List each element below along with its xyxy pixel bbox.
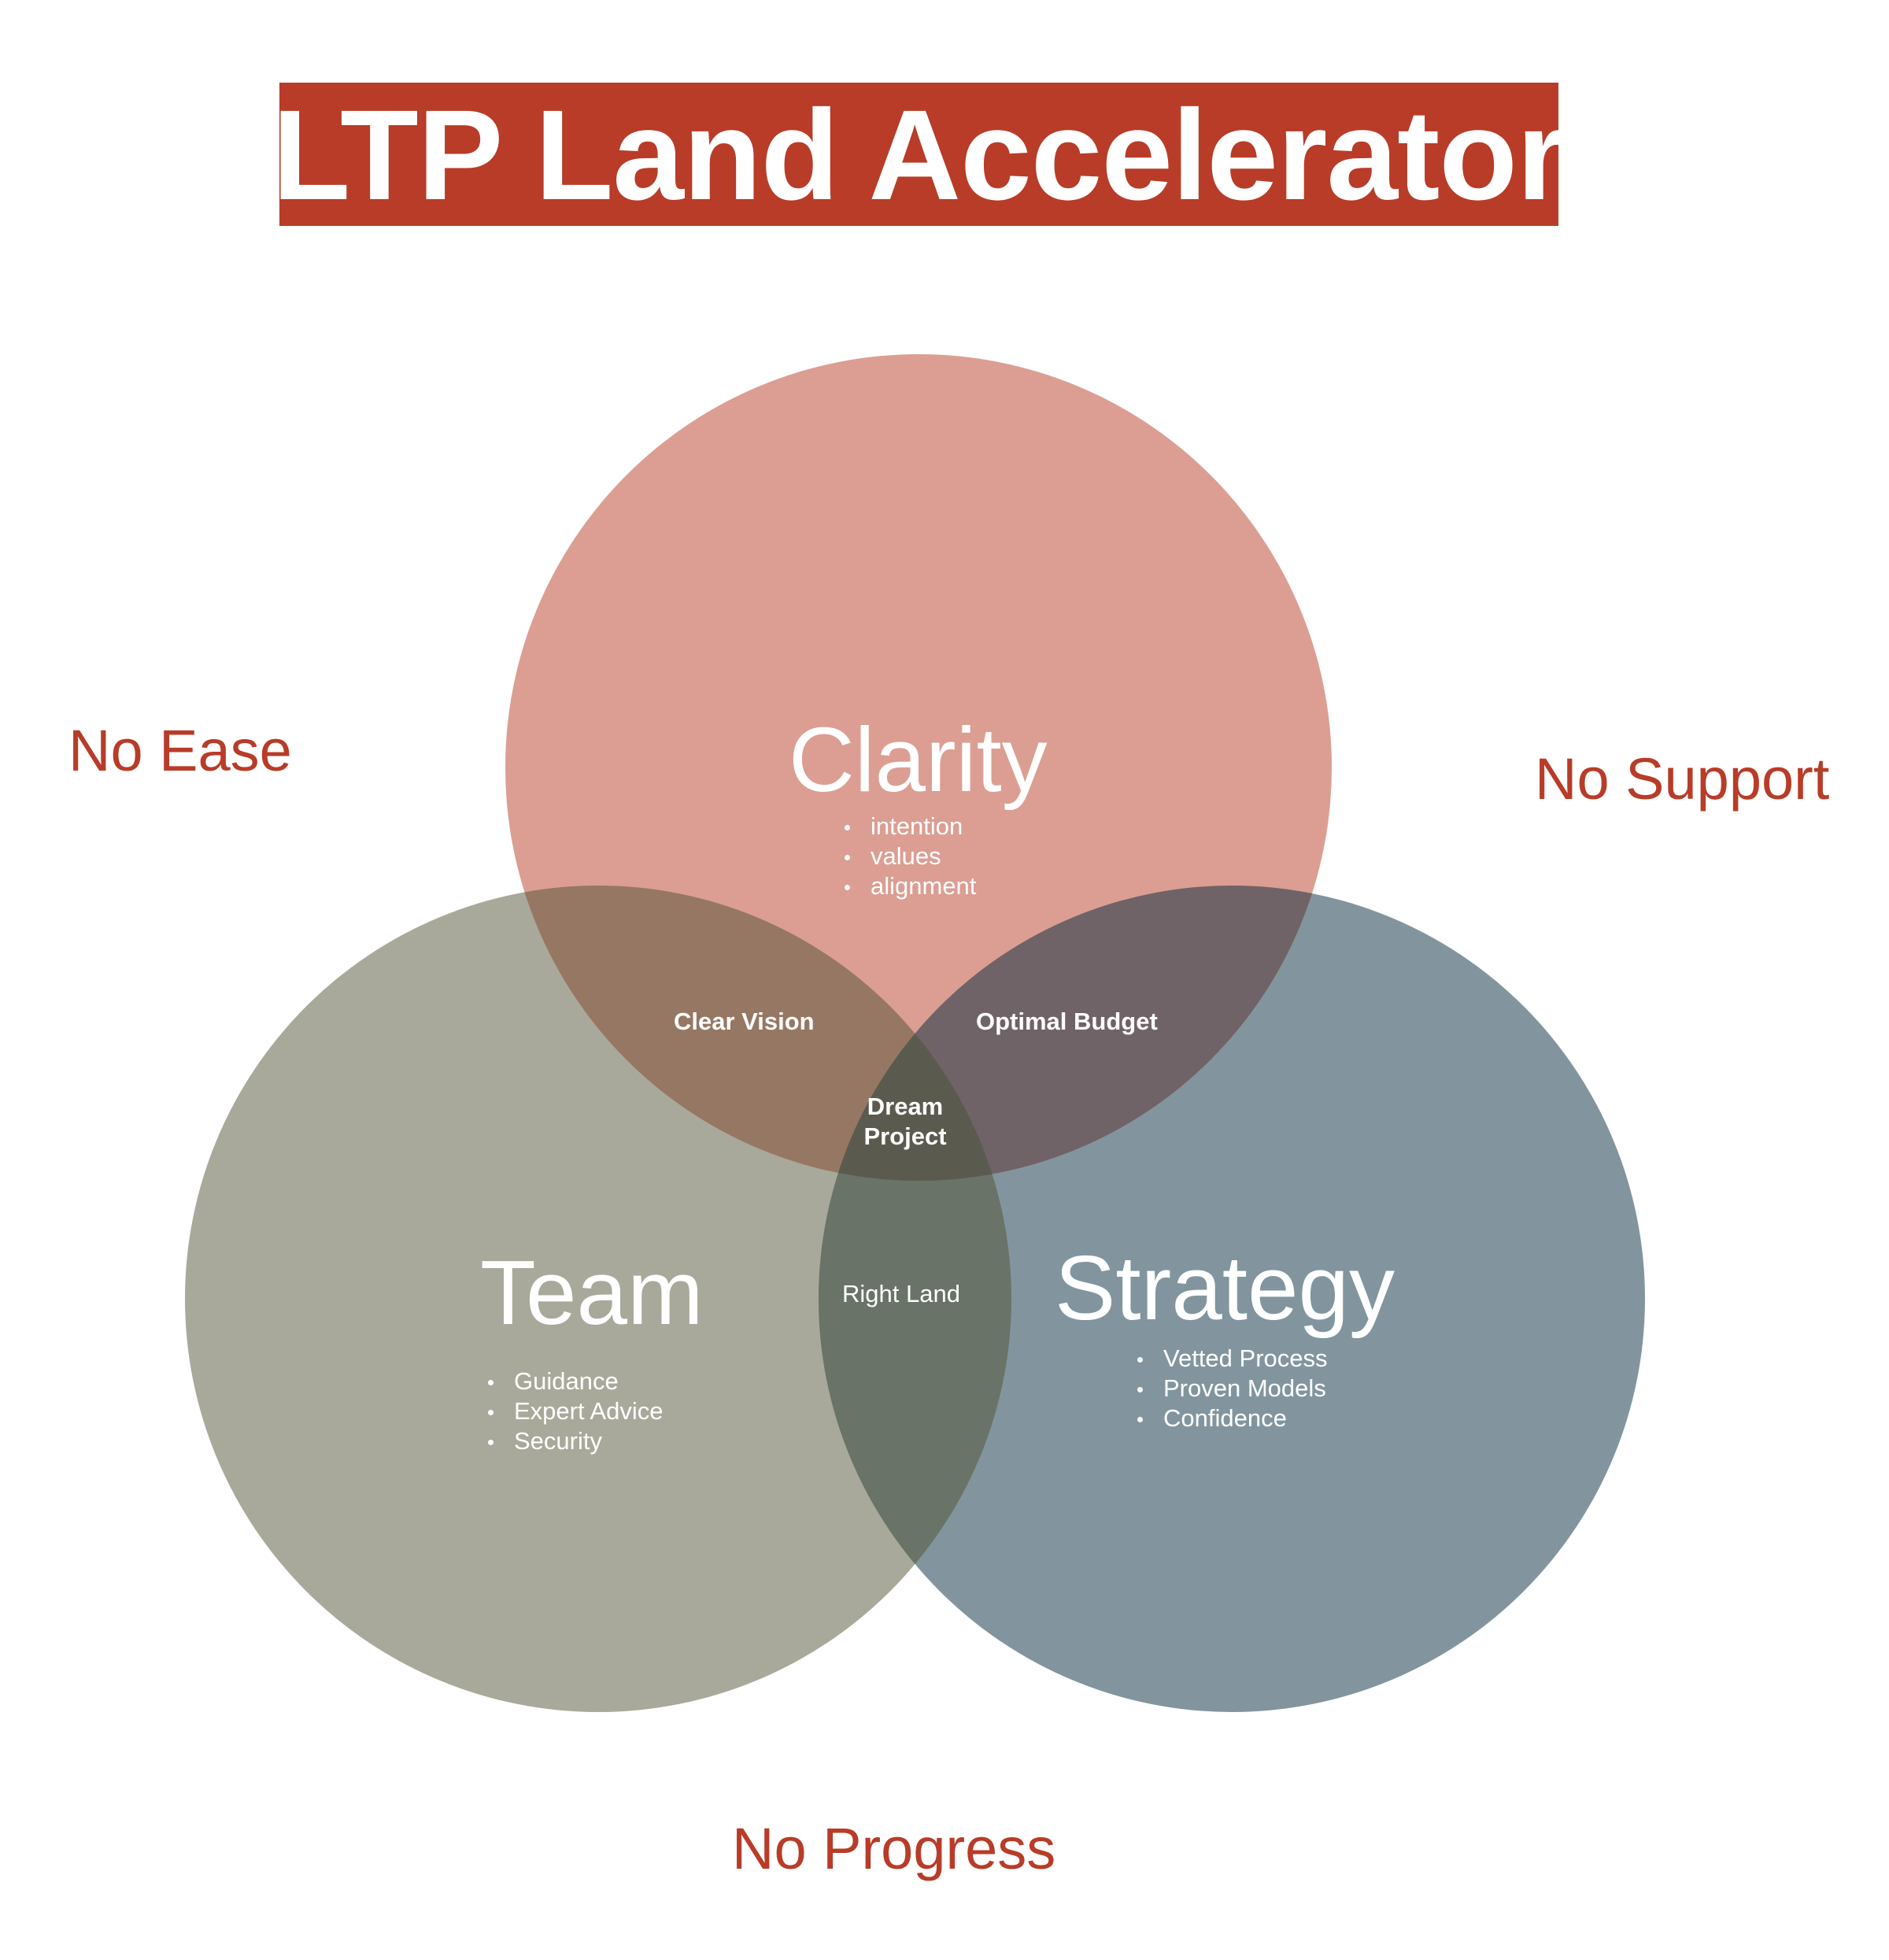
team-title: Team [480, 1241, 704, 1344]
no-progress-label: No Progress [732, 1816, 1056, 1881]
list-item: Security [486, 1426, 664, 1456]
list-item: intention [842, 812, 976, 841]
clarity-title: Clarity [789, 708, 1048, 811]
list-item: Confidence [1135, 1403, 1328, 1433]
title-banner: LTP Land Accelerator [272, 83, 1566, 226]
page-title: LTP Land Accelerator [272, 82, 1567, 227]
list-item: Guidance [486, 1366, 664, 1396]
team-bullets: Guidance Expert Advice Security [486, 1366, 664, 1456]
dream-project-line2: Project [863, 1122, 947, 1150]
dream-project-line1: Dream [867, 1093, 944, 1120]
list-item: alignment [842, 871, 976, 901]
no-ease-label: No Ease [68, 718, 292, 783]
list-item: Expert Advice [486, 1396, 664, 1426]
optimal-budget-label: Optimal Budget [976, 1008, 1158, 1035]
list-item: values [842, 841, 976, 871]
right-land-label: Right Land [842, 1280, 960, 1307]
list-item: Vetted Process [1135, 1344, 1328, 1374]
clear-vision-label: Clear Vision [674, 1008, 815, 1035]
strategy-bullets: Vetted Process Proven Models Confidence [1135, 1344, 1328, 1433]
dream-project-label: Dream Project [850, 1092, 960, 1152]
clarity-bullets: intention values alignment [842, 812, 976, 901]
strategy-title: Strategy [1055, 1237, 1395, 1339]
list-item: Proven Models [1135, 1374, 1328, 1403]
no-support-label: No Support [1535, 746, 1830, 812]
clarity-team-overlap [505, 886, 1011, 1181]
clarity-strategy-overlap [819, 886, 1332, 1181]
